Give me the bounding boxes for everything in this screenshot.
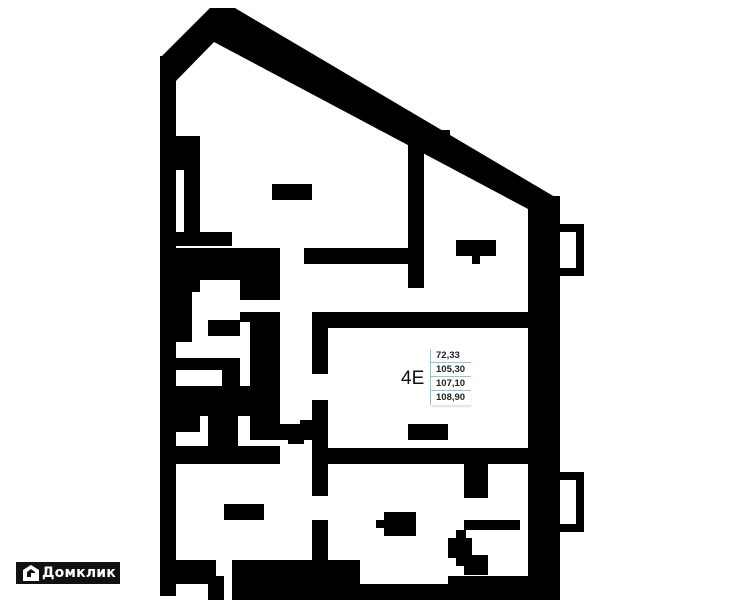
room-label-bottom-mid [384,512,416,536]
room-label-bottom-left [224,504,264,520]
room-label-right-top-tail [472,256,480,264]
area-value: 108,90 [431,391,471,405]
room-label-top [272,184,312,200]
area-table: 72,33 105,30 107,10 108,90 [430,349,471,405]
room-label-bottom-mid-tail [376,520,384,528]
area-value: 107,10 [431,377,471,391]
area-value: 105,30 [431,363,471,377]
house-icon [23,565,39,581]
area-value: 72,33 [431,349,471,363]
room-label-4e [408,424,448,440]
logo-text: Домклик [42,565,116,581]
room-label-right-top [456,240,496,256]
unit-label: 4E [401,368,425,389]
room-label-bath [208,320,240,336]
domclick-logo: Домклик [16,562,120,584]
